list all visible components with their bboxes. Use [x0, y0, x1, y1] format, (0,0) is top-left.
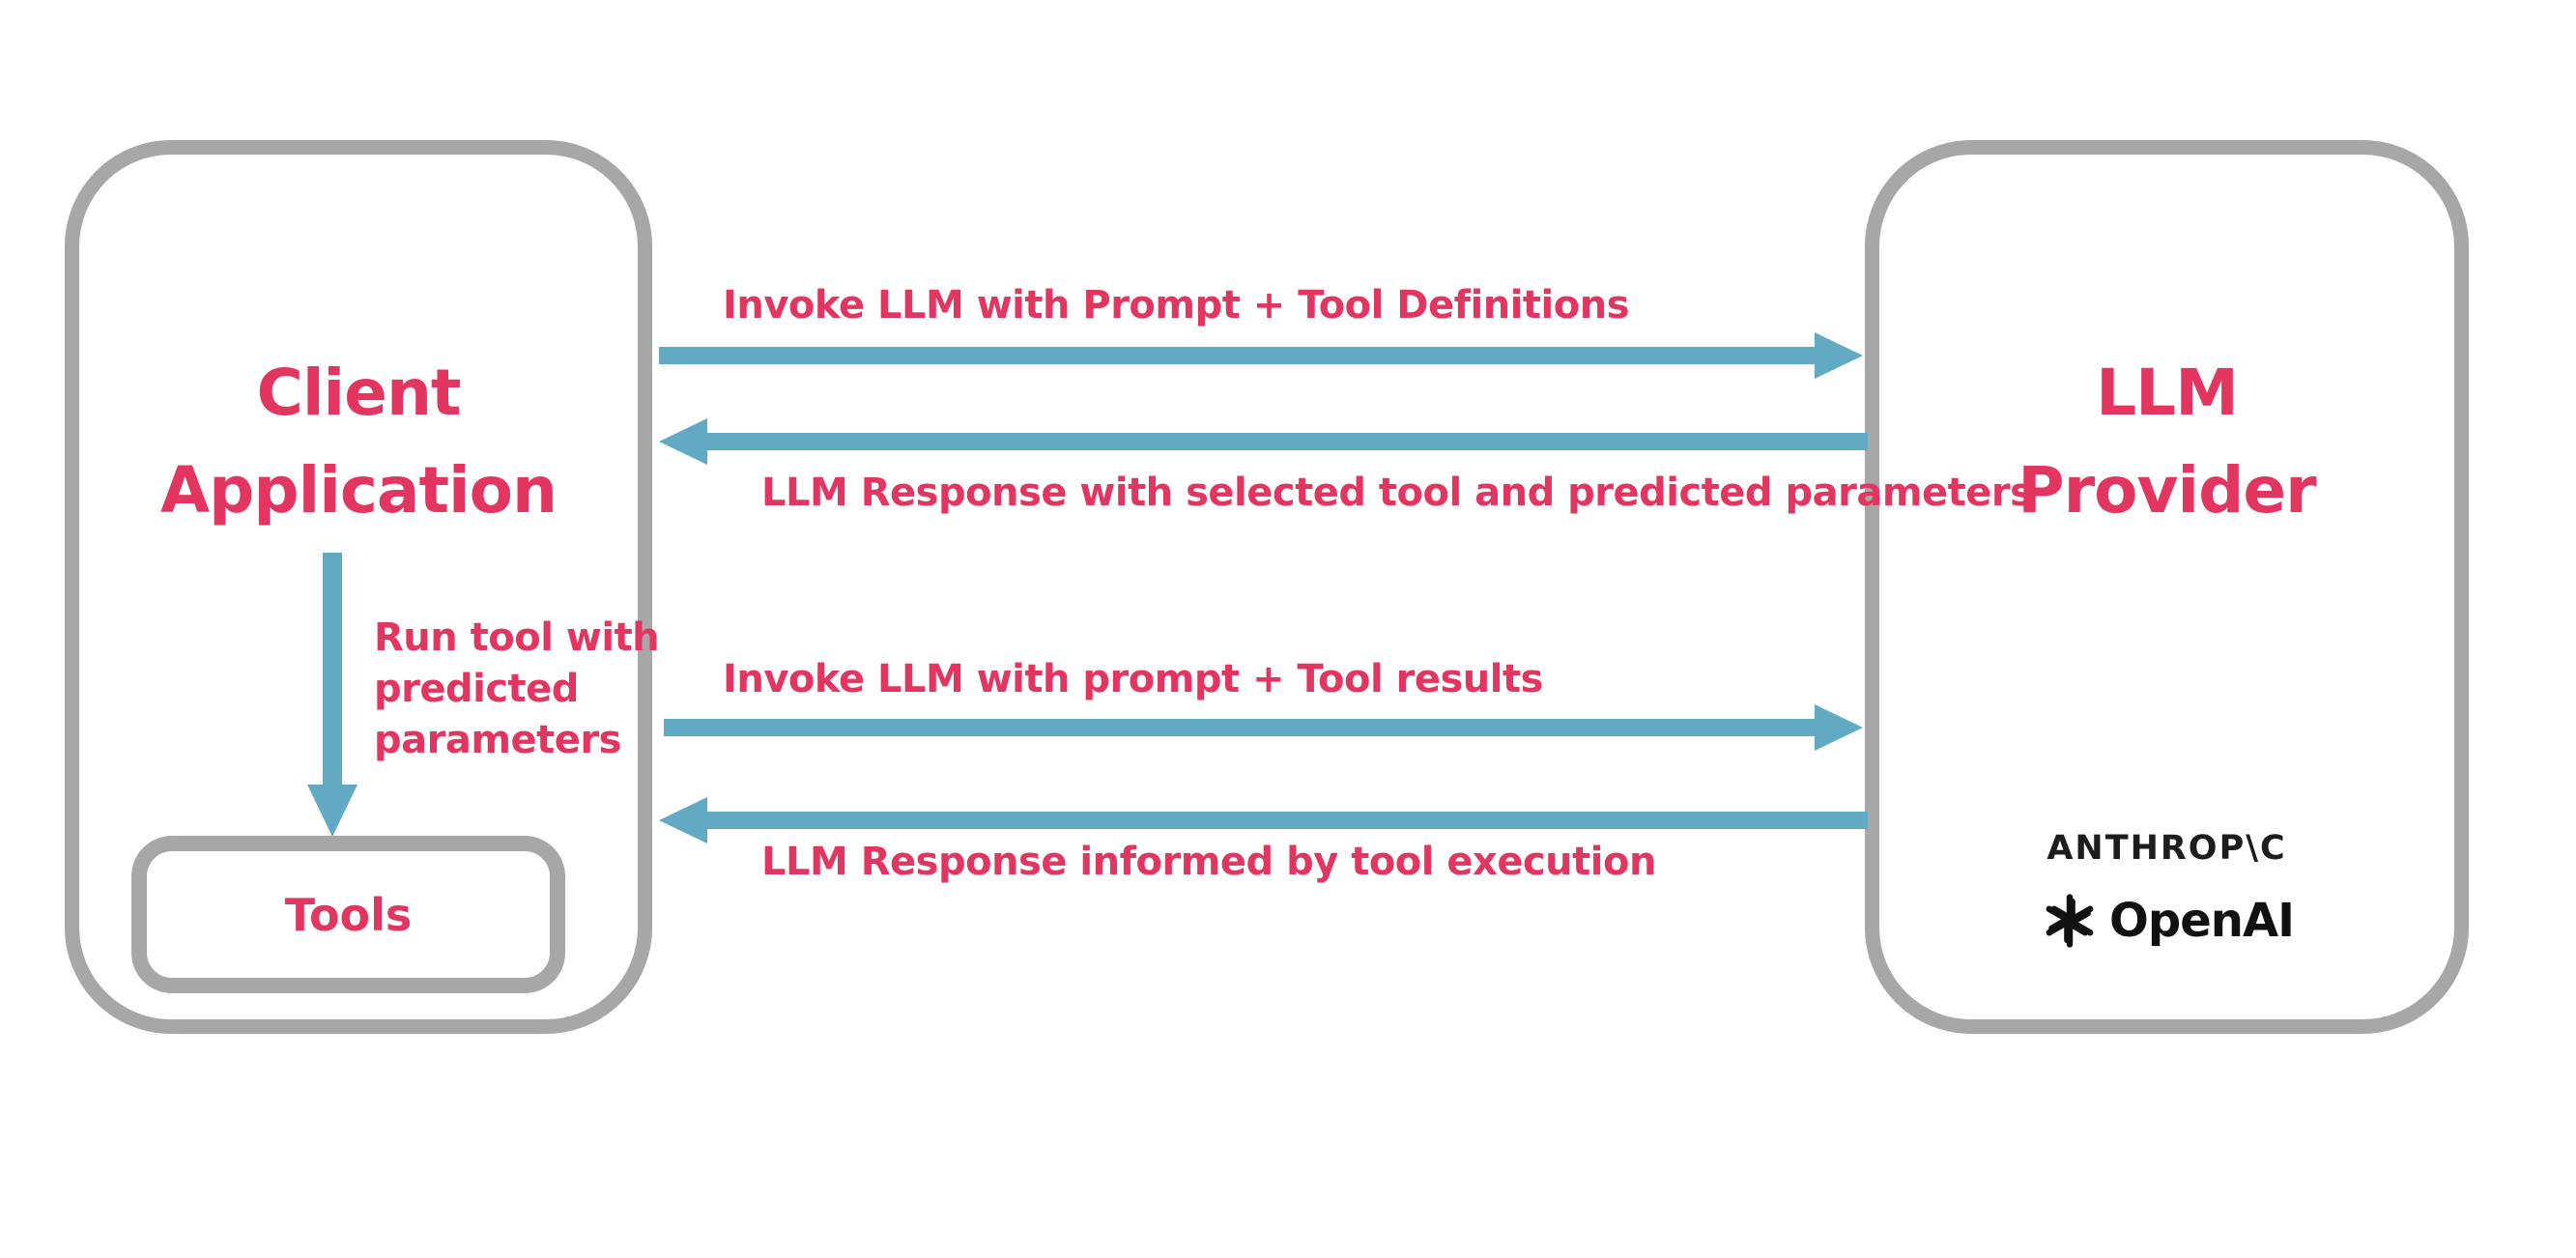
arrow-head-right-icon	[1815, 704, 1863, 751]
client-application-title-text: Client Application	[160, 356, 558, 528]
anthropic-wordmark: ANTHROP\C	[2046, 829, 2287, 868]
arrow-head-right-icon	[1815, 332, 1863, 379]
openai-logo-icon	[2046, 894, 2094, 948]
openai-wordmark: OpenAI	[2109, 894, 2295, 948]
arrow-label: Invoke LLM with prompt + Tool results	[723, 657, 1543, 701]
openai-logo-row: OpenAI	[2040, 891, 2295, 951]
arrow-shaft	[706, 812, 1868, 829]
arrow-shaft	[659, 347, 1815, 364]
client-application-title: Client Application	[65, 344, 652, 539]
tools-box: Tools	[131, 836, 565, 993]
provider-logos: ANTHROP\C OpenAI	[1865, 829, 2469, 951]
run-tool-label: Run tool with predicted parameters	[374, 615, 660, 762]
arrow-label: LLM Response with selected tool and pred…	[761, 471, 2033, 515]
arrow-head-left-icon	[659, 797, 707, 843]
arrow-label: Invoke LLM with Prompt + Tool Definition…	[723, 283, 1630, 328]
llm-provider-box	[1865, 140, 2469, 1034]
arrow-shaft	[706, 433, 1868, 450]
arrow-head-down-icon	[307, 785, 358, 837]
client-to-tools-arrow-shaft	[323, 553, 342, 786]
tools-label: Tools	[284, 888, 413, 941]
arrow-label: LLM Response informed by tool execution	[761, 840, 1656, 884]
arrow-shaft	[664, 719, 1815, 736]
arrow-head-left-icon	[659, 418, 707, 465]
llm-provider-title-text: LLM Provider	[2018, 356, 2316, 528]
llm-provider-title: LLM Provider	[1865, 344, 2469, 539]
